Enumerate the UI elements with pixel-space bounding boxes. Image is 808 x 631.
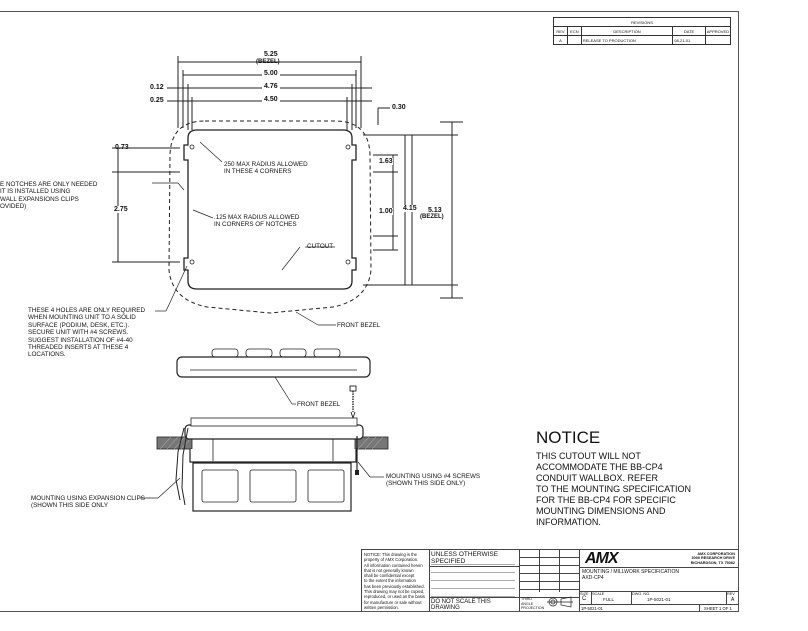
dim-4-76: 4.76 <box>262 83 280 90</box>
notice-body: THIS CUTOUT WILL NOT ACCOMMODATE THE BB-… <box>536 451 692 527</box>
unless-specified: UNLESS OTHERWISE SPECIFIED <box>429 550 519 567</box>
dim-0-25: 0.25 <box>150 97 164 104</box>
proprietary-notice: NOTICE: This drawing is the property of … <box>362 550 430 612</box>
dim-1-00: 1.00 <box>379 208 393 215</box>
dim-4-15: 4.15 <box>403 205 417 212</box>
note-250-radius: 250 MAX RADIUS ALLOWED IN THESE 4 CORNER… <box>224 161 308 176</box>
scale-label: SCALE <box>592 592 605 596</box>
scale-value: FULL <box>603 597 615 602</box>
do-not-scale: DO NOT SCALE THIS DRAWING <box>429 597 519 612</box>
dim-1-63: 1.63 <box>379 158 393 165</box>
dim-5-13-tag: (BEZEL) <box>420 214 444 220</box>
tolerance-block: UNLESS OTHERWISE SPECIFIED DO NOT SCALE … <box>429 550 520 612</box>
third-angle-projection: THIRD ANGLE PROJECTION <box>521 597 545 610</box>
notice-block: NOTICE THIS CUTOUT WILL NOT ACCOMMODATE … <box>536 428 691 528</box>
file-name: 1P-5021-01 <box>581 606 603 611</box>
size-value: C <box>582 596 587 602</box>
note-screws: MOUNTING USING #4 SCREWS (SHOWN THIS SID… <box>386 473 481 488</box>
size-row: SIZE C SCALE FULL DWG. NO. 1P-5021-01 RE… <box>579 592 739 605</box>
note-front-bezel-side: FRONT BEZEL <box>297 401 341 408</box>
notice-title: NOTICE <box>536 428 601 447</box>
amx-logo: AMX <box>585 550 619 567</box>
description-cell: RELEASE TO PRODUCTION <box>580 35 674 45</box>
dim-bezel-width: 5.25 <box>264 51 278 58</box>
document-title: MOUNTING / MILLWORK SPECIFICATION AXD-CP… <box>579 567 739 592</box>
note-notches: E NOTCHES ARE ONLY NEEDED IT IS INSTALLE… <box>0 181 98 211</box>
revisions-table: REVISIONS REV ECN DESCRIPTION DATE APPRO… <box>553 17 732 45</box>
dim-0-73: 0.73 <box>115 144 129 151</box>
rev-label: REV <box>727 592 735 596</box>
size-label: SIZE <box>580 592 589 596</box>
dim-0-30: 0.30 <box>392 104 406 111</box>
signoff-grid: THIRD ANGLE PROJECTION <box>519 550 580 612</box>
company-row: AMX AMX CORPORATION 3000 RESEARCH DRIVE … <box>579 550 739 568</box>
sheet-number: SHEET 1 OF 1 <box>704 606 732 611</box>
dwg-label: DWG. NO. <box>632 592 651 596</box>
rev-value: A <box>731 597 735 603</box>
title-block: NOTICE: This drawing is the property of … <box>361 549 739 612</box>
drawing-border-bottom <box>0 611 739 612</box>
drawing-border-right <box>738 11 739 611</box>
revisions-block: REVISIONS REV ECN DESCRIPTION DATE APPRO… <box>553 17 732 45</box>
note-front-bezel-top: FRONT BEZEL <box>337 322 381 329</box>
note-125-radius: .125 MAX RADIUS ALLOWED IN CORNERS OF NO… <box>214 214 300 229</box>
approved-cell <box>704 35 732 45</box>
dim-4-50: 4.50 <box>262 96 280 103</box>
sheet-row: 1P-5021-01 SHEET 1 OF 1 <box>579 604 739 612</box>
projection-symbol-icon <box>547 596 573 608</box>
dim-2-75: 2.75 <box>114 206 128 213</box>
dwg-value: 1P-5021-01 <box>647 597 671 602</box>
dim-5-13: 5.13 <box>428 207 442 214</box>
drawing-border-top <box>0 11 738 12</box>
dim-bezel-width-tag: (BEZEL) <box>256 59 280 65</box>
note-clips: MOUNTING USING EXPANSION CLIPS (SHOWN TH… <box>31 495 145 510</box>
note-cutout: CUTOUT <box>307 243 334 250</box>
company-address: AMX CORPORATION 3000 RESEARCH DRIVE RICH… <box>690 552 735 565</box>
note-holes: THESE 4 HOLES ARE ONLY REQUIRED WHEN MOU… <box>28 307 145 359</box>
dim-0-12: 0.12 <box>150 84 164 91</box>
dim-5-00: 5.00 <box>262 70 280 77</box>
